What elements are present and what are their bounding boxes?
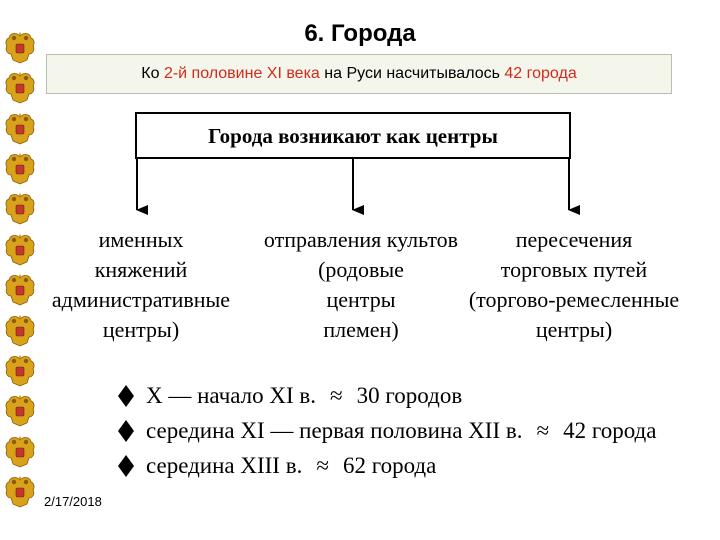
double-headed-eagle-icon (5, 153, 35, 185)
branch-trade: пересечения торговых путей (торгово-реме… (456, 225, 692, 345)
subtitle-highlight-count: 42 города (504, 65, 577, 82)
branch-cult: отправления культов (родовые центры плем… (248, 225, 474, 345)
subtitle-box: Ко 2-й половине XI века на Руси насчитыв… (46, 54, 672, 94)
branch-line: княжений (94, 257, 188, 282)
double-headed-eagle-icon (5, 274, 35, 306)
list-item: X — начало XI в. ≈30 городов (118, 378, 656, 413)
approx-sign: ≈ (316, 452, 329, 478)
list-item: середина XI — первая половина XII в. ≈42 … (118, 413, 656, 448)
branch-line: пересечения (515, 227, 633, 252)
branch-line: (родовые (318, 257, 404, 282)
subtitle-prefix: Ко (141, 65, 164, 82)
approx-sign: ≈ (536, 417, 550, 443)
list-item-text: X — начало XI в. (146, 382, 317, 408)
double-headed-eagle-icon (5, 354, 35, 387)
slide-date: 2/17/2018 (44, 494, 102, 509)
city-count-list: X — начало XI в. ≈30 городов середина XI … (118, 378, 656, 483)
diagram-header-text: Города возникают как центры (208, 124, 498, 148)
branch-line: административные (51, 287, 231, 312)
subtitle-highlight-period: 2-й половине XI века (163, 65, 320, 82)
diamond-bullet-icon (118, 454, 134, 477)
list-item-value: 42 города (563, 417, 657, 443)
list-item: середина XIII в. ≈62 города (118, 448, 656, 483)
branch-administrative: именных княжений административные центры… (40, 225, 242, 345)
double-headed-eagle-icon (5, 193, 35, 225)
list-item-text: середина XI — первая половина XII в. (146, 417, 523, 443)
branch-line: отправления культов (263, 227, 459, 252)
double-headed-eagle-icon (5, 314, 35, 346)
diamond-bullet-icon (118, 384, 134, 407)
double-headed-eagle-icon (5, 112, 35, 145)
subtitle-middle: на Руси насчитывалось (319, 65, 505, 82)
double-headed-eagle-icon (5, 72, 35, 104)
branch-line: центры) (535, 317, 613, 342)
branch-line: центры) (102, 317, 180, 342)
subtitle-text: Ко 2-й половине XI века на Руси насчитыв… (141, 65, 576, 83)
list-item-value: 62 города (342, 452, 437, 478)
branch-line: племен) (323, 317, 399, 342)
branch-line: именных (98, 227, 184, 252)
list-item-text: середина XIII в. (146, 452, 303, 478)
eagle-emblem-strip (0, 30, 40, 510)
double-headed-eagle-icon (5, 475, 35, 508)
cities-diagram: Города возникают как центры (135, 112, 580, 215)
diamond-bullet-icon (118, 419, 134, 442)
branch-line: (торгово-ремесленные (468, 287, 680, 312)
double-headed-eagle-icon (5, 233, 35, 266)
double-headed-eagle-icon (5, 32, 35, 64)
list-item-value: 30 городов (356, 382, 463, 408)
double-headed-eagle-icon (5, 395, 35, 427)
approx-sign: ≈ (330, 382, 343, 408)
double-headed-eagle-icon (5, 435, 35, 468)
slide-title: 6. Города (304, 20, 416, 47)
branch-line: центры (326, 287, 396, 312)
diagram-header-box (135, 112, 571, 159)
branch-line: торговых путей (500, 257, 648, 282)
